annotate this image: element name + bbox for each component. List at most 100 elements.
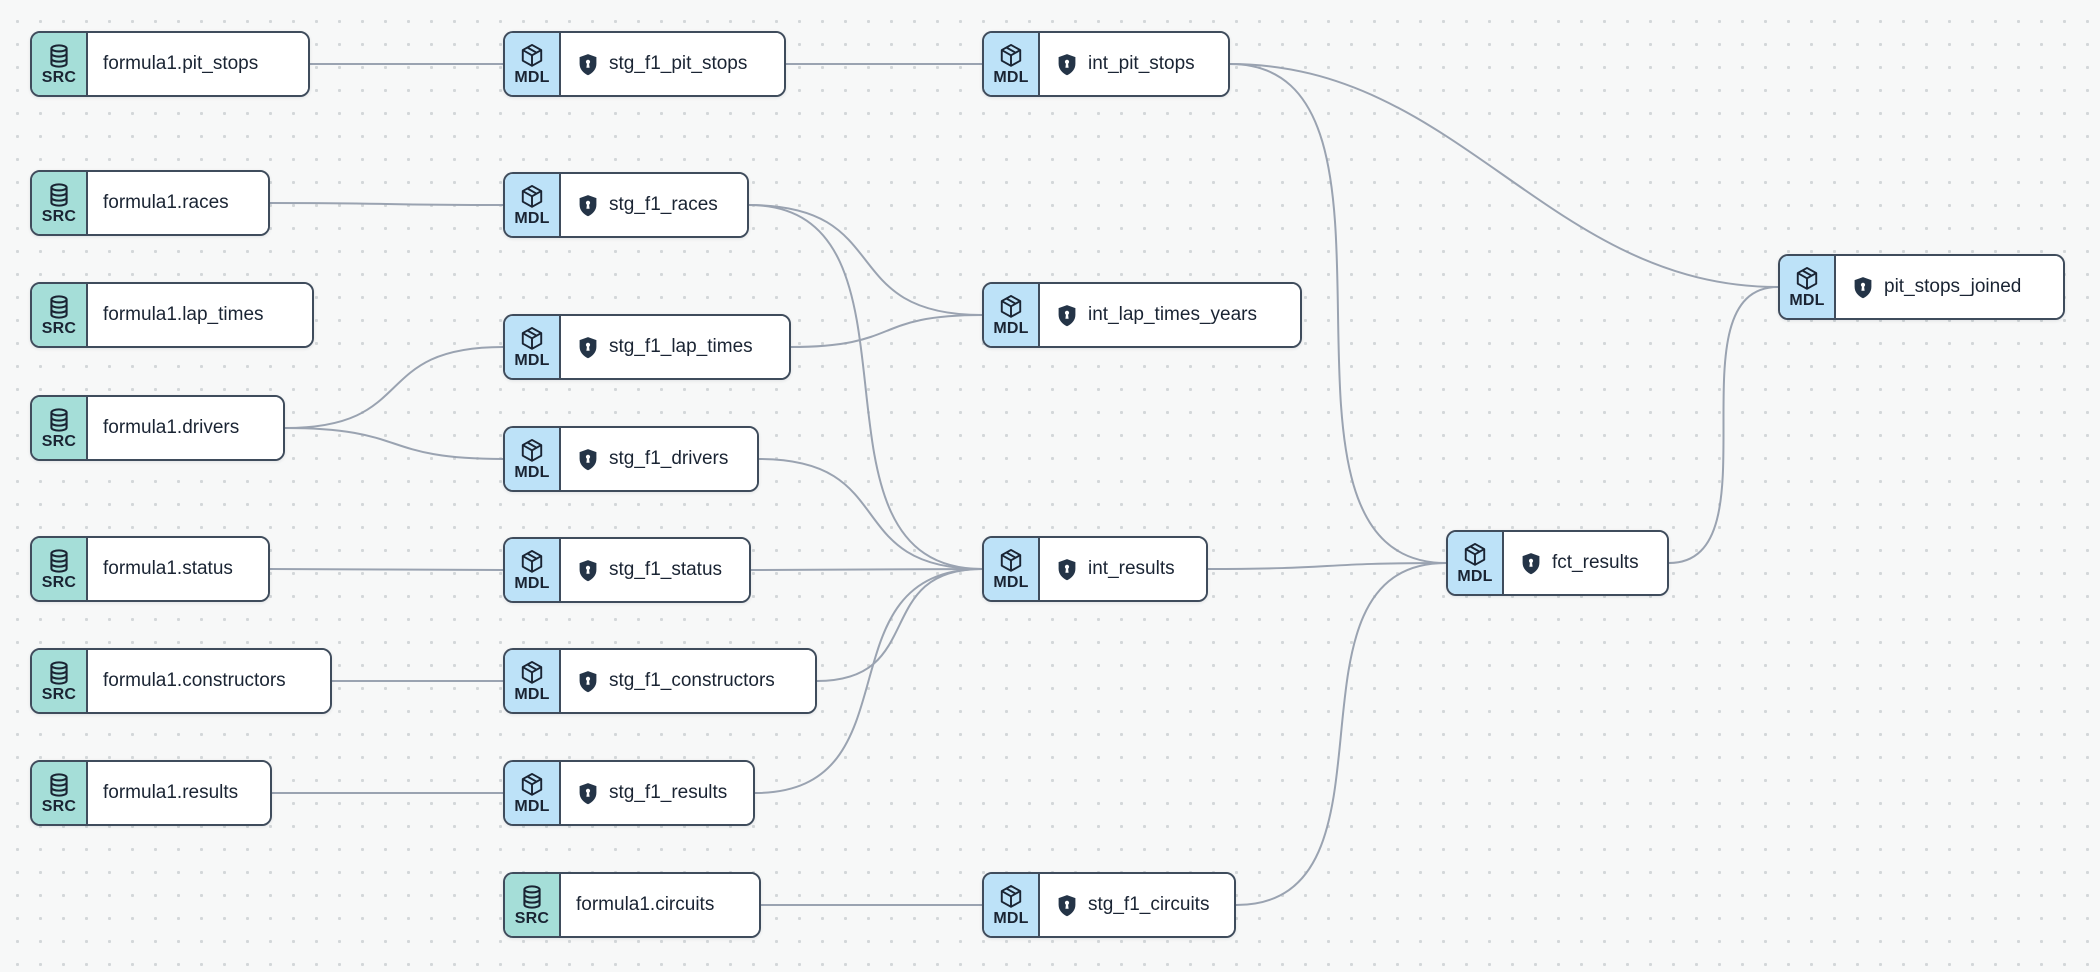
- node-stg_f1_lap_times[interactable]: MDL stg_f1_lap_times: [503, 314, 791, 380]
- node-body: int_pit_stops: [1040, 33, 1228, 95]
- node-body: stg_f1_results: [561, 762, 753, 824]
- package-icon: [521, 549, 543, 573]
- badge-label: MDL: [514, 464, 550, 481]
- node-stg_f1_results[interactable]: MDL stg_f1_results: [503, 760, 755, 826]
- database-icon: [50, 548, 68, 573]
- node-label: stg_f1_pit_stops: [609, 53, 748, 74]
- shield-icon: [579, 194, 597, 216]
- node-label: formula1.pit_stops: [103, 53, 259, 74]
- mdl-badge: MDL: [1448, 532, 1504, 594]
- node-body: formula1.drivers: [88, 397, 283, 459]
- mdl-badge: MDL: [984, 284, 1040, 346]
- badge-label: MDL: [514, 352, 550, 369]
- badge-label: MDL: [1789, 292, 1825, 309]
- node-label: fct_results: [1552, 552, 1639, 573]
- node-body: stg_f1_status: [561, 539, 749, 601]
- node-label: formula1.drivers: [103, 417, 240, 438]
- mdl-badge: MDL: [984, 538, 1040, 600]
- node-label: formula1.status: [103, 558, 233, 579]
- node-stg_f1_circuits[interactable]: MDL stg_f1_circuits: [982, 872, 1236, 938]
- src-badge: SRC: [32, 538, 88, 600]
- badge-label: MDL: [993, 910, 1029, 927]
- node-label: stg_f1_status: [609, 559, 723, 580]
- badge-label: SRC: [41, 797, 77, 815]
- badge-label: MDL: [514, 210, 550, 227]
- shield-icon: [1058, 558, 1076, 580]
- node-formula1.lap_times[interactable]: SRC formula1.lap_times: [30, 282, 314, 348]
- node-formula1.pit_stops[interactable]: SRC formula1.pit_stops: [30, 31, 310, 97]
- shield-icon: [579, 336, 597, 358]
- node-stg_f1_status[interactable]: MDL stg_f1_status: [503, 537, 751, 603]
- node-label: formula1.results: [103, 782, 239, 803]
- node-formula1.drivers[interactable]: SRC formula1.drivers: [30, 395, 285, 461]
- mdl-badge: MDL: [1780, 256, 1836, 318]
- node-stg_f1_races[interactable]: MDL stg_f1_races: [503, 172, 749, 238]
- node-stg_f1_pit_stops[interactable]: MDL stg_f1_pit_stops: [503, 31, 786, 97]
- package-icon: [521, 326, 543, 350]
- node-formula1.results[interactable]: SRC formula1.results: [30, 760, 272, 826]
- edge-stg_f1_races-to-int_lap_times_years: [748, 204, 983, 316]
- package-icon: [1000, 294, 1022, 318]
- src-badge: SRC: [32, 33, 88, 95]
- node-formula1.status[interactable]: SRC formula1.status: [30, 536, 270, 602]
- badge-label: SRC: [41, 573, 77, 591]
- shield-icon: [1058, 304, 1076, 326]
- node-int_results[interactable]: MDL int_results: [982, 536, 1208, 602]
- database-icon: [50, 660, 68, 685]
- database-icon: [50, 294, 68, 319]
- edge-formula1.drivers-to-stg_f1_drivers: [284, 427, 504, 460]
- database-icon: [50, 407, 68, 432]
- mdl-badge: MDL: [984, 874, 1040, 936]
- node-body: stg_f1_circuits: [1040, 874, 1234, 936]
- node-label: formula1.constructors: [103, 670, 286, 691]
- node-body: formula1.constructors: [88, 650, 330, 712]
- badge-label: MDL: [1457, 568, 1493, 585]
- database-icon: [523, 884, 541, 909]
- database-icon: [50, 43, 68, 68]
- badge-label: MDL: [514, 798, 550, 815]
- package-icon: [1000, 43, 1022, 67]
- node-label: formula1.lap_times: [103, 304, 264, 325]
- mdl-badge: MDL: [505, 428, 561, 490]
- edge-stg_f1_lap_times-to-int_lap_times_years: [790, 314, 983, 348]
- package-icon: [521, 772, 543, 796]
- edge-int_pit_stops-to-pit_stops_joined: [1229, 63, 1779, 288]
- badge-label: SRC: [41, 432, 77, 450]
- edge-stg_f1_races-to-int_results: [748, 204, 983, 570]
- package-icon: [521, 438, 543, 462]
- database-icon: [50, 182, 68, 207]
- badge-label: MDL: [514, 575, 550, 592]
- package-icon: [1000, 884, 1022, 908]
- badge-label: MDL: [514, 69, 550, 86]
- mdl-badge: MDL: [984, 33, 1040, 95]
- shield-icon: [1522, 552, 1540, 574]
- src-badge: SRC: [505, 874, 561, 936]
- node-label: int_results: [1088, 558, 1175, 579]
- node-int_pit_stops[interactable]: MDL int_pit_stops: [982, 31, 1230, 97]
- edge-formula1.drivers-to-stg_f1_lap_times: [284, 346, 504, 429]
- badge-label: SRC: [41, 68, 77, 86]
- node-fct_results[interactable]: MDL fct_results: [1446, 530, 1669, 596]
- database-icon: [50, 772, 68, 797]
- src-badge: SRC: [32, 762, 88, 824]
- shield-icon: [1058, 894, 1076, 916]
- node-label: stg_f1_races: [609, 194, 718, 215]
- badge-label: SRC: [41, 319, 77, 337]
- shield-icon: [579, 670, 597, 692]
- node-body: formula1.lap_times: [88, 284, 312, 346]
- node-label: int_pit_stops: [1088, 53, 1195, 74]
- node-body: stg_f1_constructors: [561, 650, 815, 712]
- badge-label: MDL: [993, 320, 1029, 337]
- node-label: stg_f1_circuits: [1088, 894, 1210, 915]
- node-label: stg_f1_lap_times: [609, 336, 753, 357]
- node-body: formula1.circuits: [561, 874, 759, 936]
- shield-icon: [1058, 53, 1076, 75]
